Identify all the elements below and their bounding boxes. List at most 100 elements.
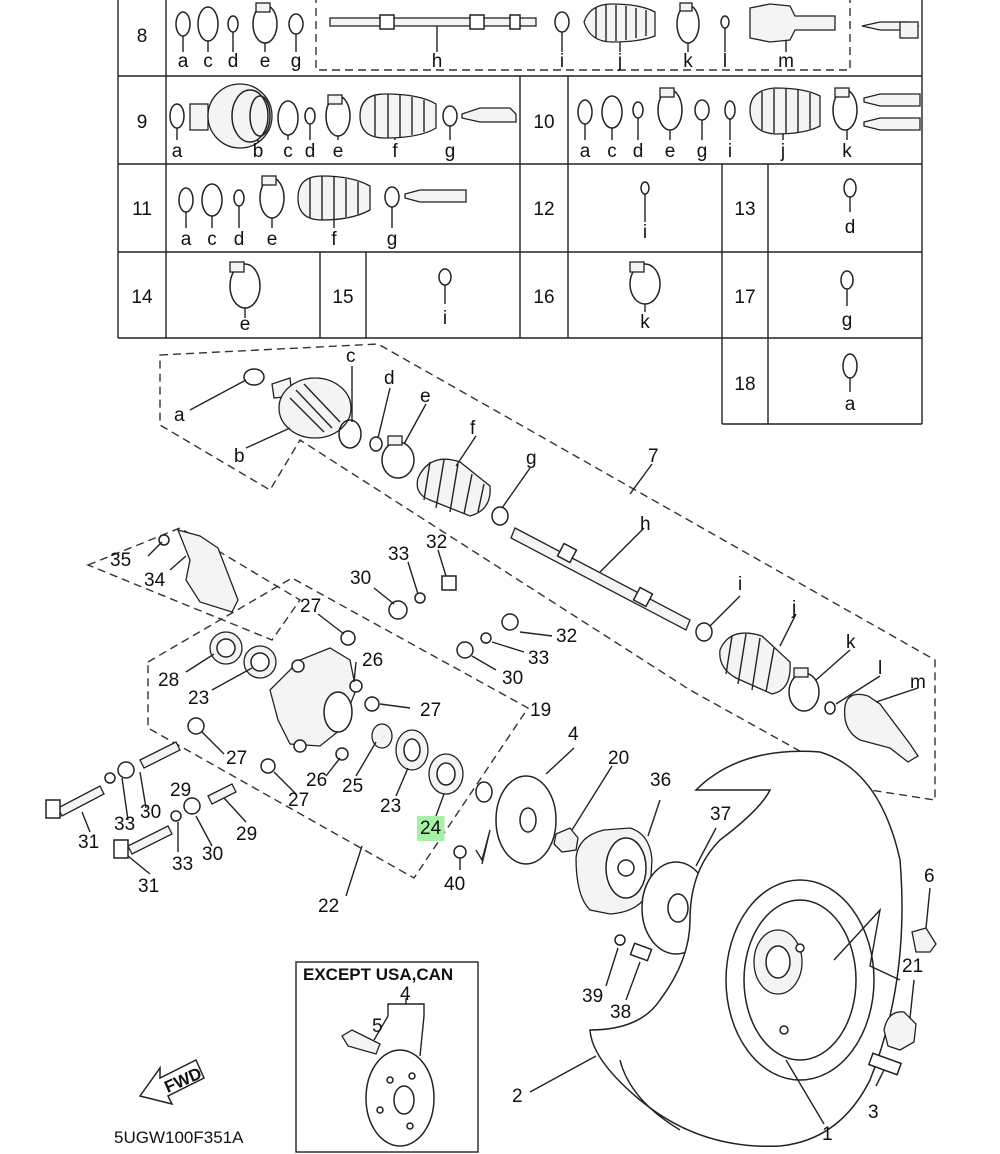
part-letter: c [607,141,617,162]
part-letter: j [780,141,785,162]
fwd-arrow-icon [138,1058,205,1106]
callout: 4 [568,724,579,745]
part-letter: e [267,229,278,250]
callout: 37 [710,804,731,825]
part-letter: i [443,308,447,329]
shaft-callout: b [234,446,245,467]
inset-title: EXCEPT USA,CAN [303,965,453,984]
row-number: 8 [137,26,148,47]
knuckle-assembly [45,527,553,897]
row10-parts [577,87,921,140]
callout: 6 [924,866,935,887]
part-letter: a [181,229,192,250]
part-letter: k [640,312,650,333]
callout: 26 [362,650,383,671]
highlight-marker [417,816,445,841]
part-letter: h [432,51,443,72]
diagram-code: 5UGW100F351A [114,1128,244,1147]
parts-table: 8 9 10 11 12 13 14 15 16 17 18 [117,0,923,425]
part-letter: a [178,51,189,72]
shaft-callout: a [174,405,185,426]
shaft-callout: d [384,368,395,389]
part-letter: e [260,51,271,72]
callout: 30 [202,844,223,865]
part-letter: e [333,141,344,162]
row-number: 15 [332,287,353,308]
row-number: 12 [533,199,554,220]
part-letter: e [240,314,251,335]
callout: 33 [388,544,409,565]
callout: 25 [342,776,363,797]
shaft-callout: 7 [648,446,659,467]
part-letter: i [560,51,564,72]
callout: 1 [822,1124,833,1145]
part-letter: d [305,141,316,162]
part-letter: d [845,217,856,238]
row-number: 14 [131,287,153,308]
part-letter: c [207,229,217,250]
part-letter: k [683,51,693,72]
callout: 23 [188,688,209,709]
callout: 31 [138,876,159,897]
callout: 21 [902,956,923,977]
row-number: 18 [734,374,755,395]
callout: 32 [426,532,447,553]
callout: 30 [502,668,523,689]
part-letter: k [842,141,852,162]
callout: 40 [444,874,465,895]
shaft-callout: m [910,672,926,693]
callout: 39 [582,986,603,1007]
shaft-callout: h [640,514,651,535]
callout: 27 [300,596,321,617]
shaft-callout: f [470,418,476,439]
shaft-callout: l [878,658,882,679]
row-number: 13 [734,199,755,220]
part-letter: a [845,394,856,415]
part-letter: g [842,310,853,331]
callout: 4 [400,984,411,1005]
callout: 29 [236,824,257,845]
part-letter: j [617,51,622,72]
callout: 32 [556,626,577,647]
part-letter: g [445,141,456,162]
callout: 26 [306,770,327,791]
callout: 27 [420,700,441,721]
part-letter: d [228,51,239,72]
callout: 33 [172,854,193,875]
part-letter: d [633,141,644,162]
row9-parts [169,83,517,149]
part-letter: d [234,229,245,250]
except-usa-can-inset [295,961,479,1153]
part-letter: i [728,141,732,162]
shaft-callout: j [791,598,796,619]
part-letter: i [643,222,647,243]
shaft-callout: k [846,632,856,653]
callout: 38 [610,1002,631,1023]
callout: 36 [650,770,671,791]
callout: 22 [318,896,339,917]
callout: 27 [288,790,309,811]
callout: 33 [114,814,135,835]
part-letter: g [291,51,302,72]
part-letter: a [172,141,183,162]
row-number: 16 [533,287,554,308]
drive-shaft-assembly [159,343,936,801]
part-letter: a [580,141,591,162]
callout: 30 [350,568,371,589]
shaft-callout: g [526,448,537,469]
part-letter: c [283,141,293,162]
callout: 35 [110,550,131,571]
callout: 34 [144,570,166,591]
part-letter: g [387,229,398,250]
row11-parts [178,175,467,228]
callout-highlighted: 24 [420,818,442,839]
callout: 29 [170,780,191,801]
callout: 5 [372,1016,383,1037]
shaft-callout: e [420,386,431,407]
row-number: 11 [132,199,152,220]
row-number: 9 [137,112,148,133]
part-letter: g [697,141,708,162]
callout: 30 [140,802,161,823]
callout: 3 [868,1102,879,1123]
